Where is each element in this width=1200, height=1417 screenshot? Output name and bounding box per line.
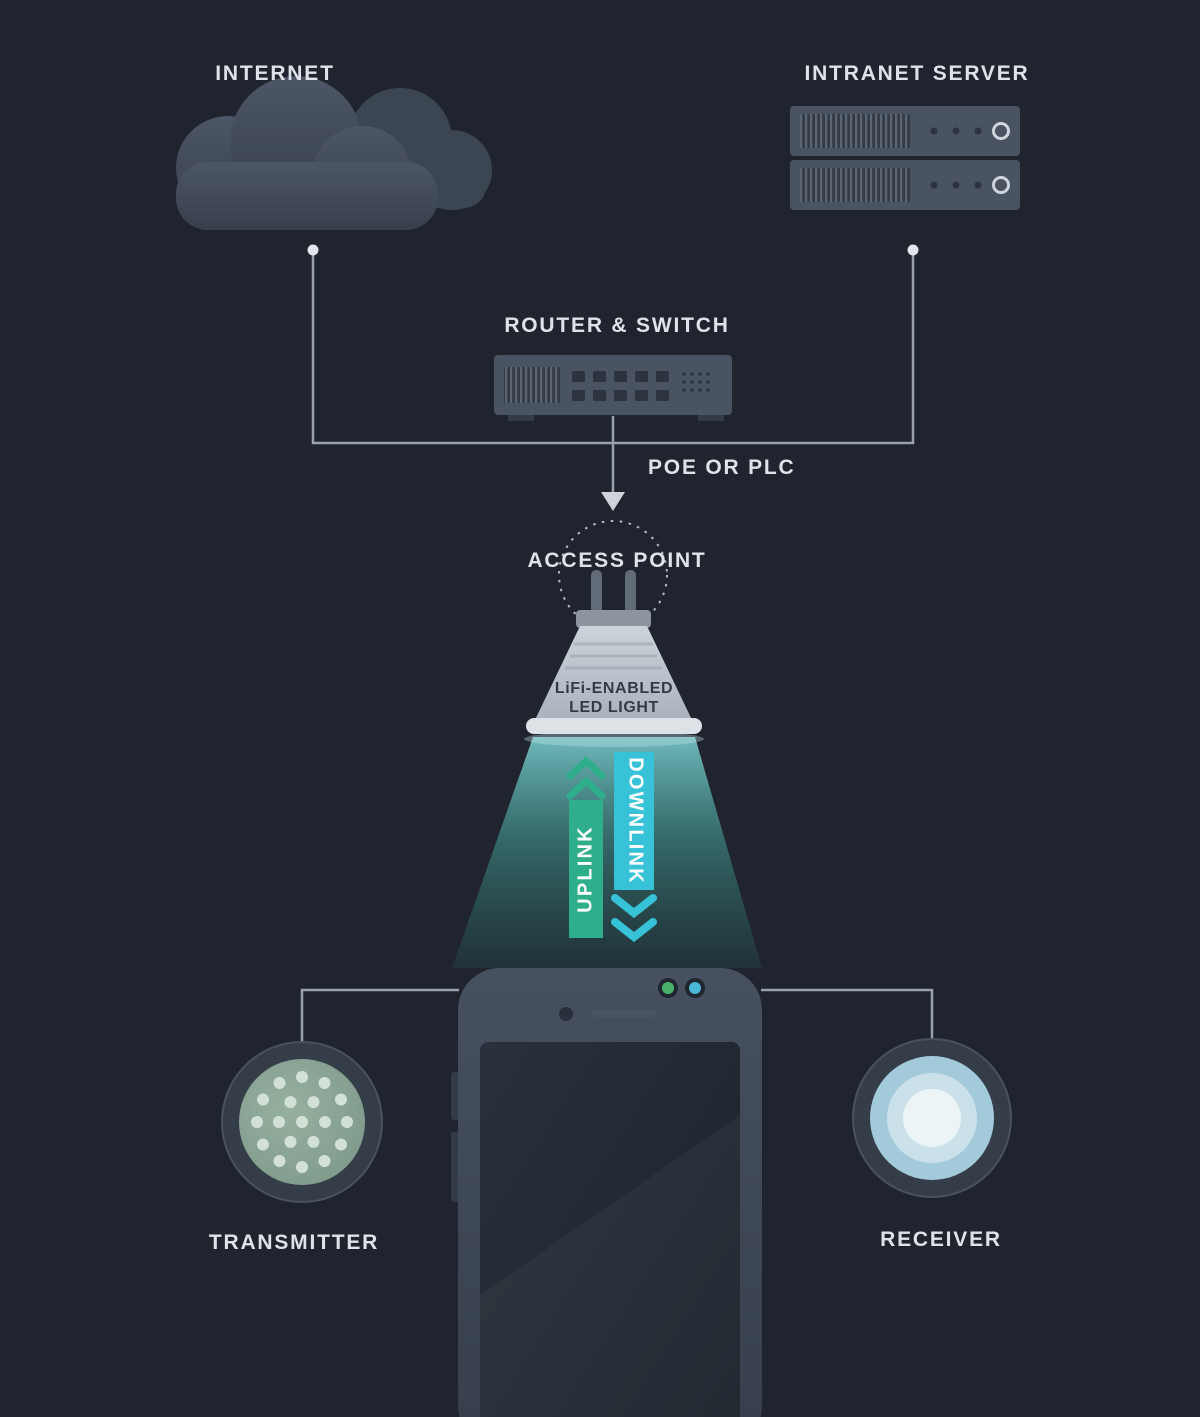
phone-transmitter-led-dot bbox=[662, 982, 674, 994]
transmitter-led-array-icon bbox=[221, 1041, 383, 1203]
smartphone-icon bbox=[451, 968, 762, 1417]
downlink-arrow-icon bbox=[611, 752, 657, 943]
intranet-server-icon bbox=[790, 106, 1020, 210]
phone-receiver-sensor-dot bbox=[689, 982, 701, 994]
bulb-ridges bbox=[565, 642, 662, 670]
phone-side-button-2 bbox=[451, 1132, 460, 1202]
receiver-photodiode-icon bbox=[852, 1038, 1012, 1198]
access-point-dashed-circle bbox=[558, 520, 668, 630]
internet-to-switch-line bbox=[311, 250, 613, 445]
phone-screen bbox=[480, 1042, 740, 1417]
bulb-cap bbox=[576, 610, 651, 628]
plug-prong-left bbox=[591, 570, 602, 614]
downlink-label: DOWNLINK bbox=[624, 757, 647, 885]
transmitter-to-phone-line bbox=[300, 988, 459, 1043]
server-node-dot bbox=[907, 244, 919, 256]
phone-side-button-1 bbox=[451, 1072, 460, 1120]
screen-sheen bbox=[480, 1115, 740, 1417]
connector-lines bbox=[300, 250, 934, 1043]
router-switch-label: ROUTER & SWITCH bbox=[504, 314, 730, 337]
led-light-label-line2: LED LIGHT bbox=[569, 699, 659, 716]
internet-node-dot bbox=[307, 244, 319, 256]
access-point-label: ACCESS POINT bbox=[527, 549, 707, 572]
phone-speaker bbox=[592, 1010, 656, 1017]
phone-camera-dot bbox=[559, 1007, 573, 1021]
uplink-label: UPLINK bbox=[574, 825, 597, 913]
bulb-body bbox=[534, 626, 693, 722]
server-to-switch-line bbox=[613, 250, 915, 445]
server-unit-bottom bbox=[790, 160, 1020, 210]
intranet-server-label: INTRANET SERVER bbox=[804, 62, 1030, 85]
led-bulb-icon bbox=[526, 570, 702, 734]
internet-cloud-icon bbox=[176, 76, 492, 230]
poe-plc-label: POE OR PLC bbox=[648, 456, 796, 479]
server-unit-top bbox=[790, 106, 1020, 156]
transmitter-label: TRANSMITTER bbox=[208, 1231, 380, 1254]
internet-label: INTERNET bbox=[215, 62, 335, 85]
led-light-label-line1: LiFi-ENABLED bbox=[554, 680, 674, 697]
led-dot-grid bbox=[251, 1071, 353, 1173]
bulb-rim bbox=[526, 718, 702, 734]
light-cone bbox=[452, 737, 762, 968]
down-arrowhead-icon bbox=[601, 492, 625, 511]
uplink-arrow-icon bbox=[566, 756, 606, 938]
receiver-label: RECEIVER bbox=[880, 1228, 1002, 1251]
router-switch-icon bbox=[494, 355, 732, 421]
bulb-glow bbox=[524, 731, 704, 747]
receiver-to-phone-line bbox=[761, 988, 934, 1041]
plug-prong-right bbox=[625, 570, 636, 614]
